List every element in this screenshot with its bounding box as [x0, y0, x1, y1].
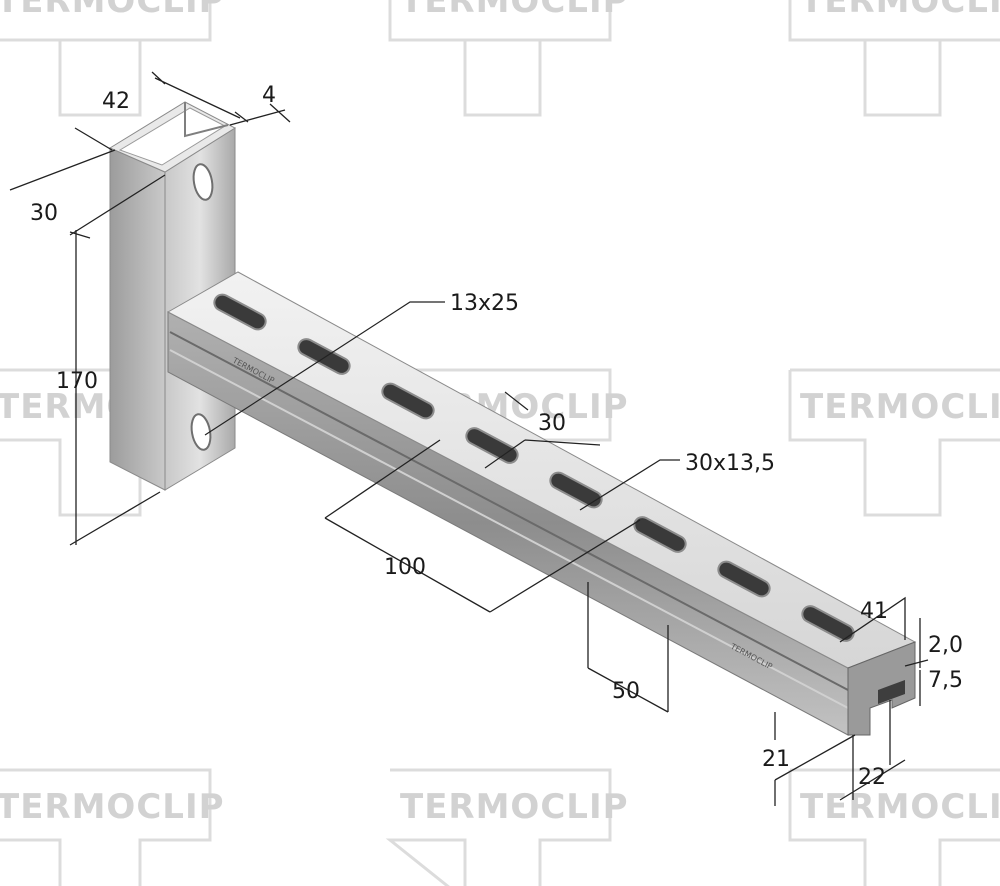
- watermark-text: TERMOCLIP: [400, 787, 629, 827]
- watermark-tile: TERMOCLIP: [788, 768, 1000, 886]
- dimension-line: [839, 596, 906, 643]
- watermark-text: TERMOCLIP: [800, 387, 1000, 427]
- watermark-text: TERMOCLIP: [800, 0, 1000, 21]
- dim-rail-segment: 50: [612, 679, 640, 704]
- watermark-tile: TERMOCLIP: [388, 0, 629, 117]
- dim-profile-lip: 7,5: [928, 668, 963, 693]
- dimension-line: [904, 618, 929, 706]
- dimension-line: [69, 230, 161, 546]
- dim-profile-width: 41: [860, 599, 888, 624]
- dim-post-width: 42: [102, 89, 130, 114]
- rail-slot: [297, 338, 351, 375]
- dimension-lines: [9, 71, 929, 806]
- dim-post-depth: 30: [30, 201, 58, 226]
- rail-slot: [801, 605, 855, 642]
- post-hole-bottom: [190, 413, 212, 451]
- dimension-line: [9, 127, 166, 236]
- rail-slot: [213, 293, 267, 331]
- dim-post-height: 170: [56, 369, 98, 394]
- leader-line: [579, 459, 680, 511]
- watermark-tile: TERMOCLIP: [788, 368, 1000, 517]
- watermark-text: TERMOCLIP: [0, 787, 225, 827]
- watermark-tile: TERMOCLIP: [788, 0, 1000, 117]
- rail-slot: [381, 382, 435, 420]
- dimension-line: [839, 700, 906, 801]
- watermark-tile: TERMOCLIP: [385, 768, 629, 886]
- dim-slot-spacing: 30: [538, 411, 566, 436]
- watermark-text: TERMOCLIP: [400, 0, 629, 21]
- dim-hole-size: 13x25: [450, 291, 519, 316]
- dim-post-thickness: 4: [262, 83, 276, 108]
- dim-profile-height: 21: [762, 747, 790, 772]
- dimension-line: [587, 582, 669, 713]
- horizontal-rail: TERMOCLIP TERMOCLIP: [166, 271, 917, 736]
- rail-slot: [633, 516, 687, 553]
- dim-slot-pitch: 100: [384, 555, 426, 580]
- leader-line: [204, 301, 445, 436]
- watermark-text: TERMOCLIP: [0, 0, 225, 21]
- watermark-tile: TERMOCLIP: [0, 768, 225, 886]
- leader-line: [484, 391, 601, 469]
- rail-slot: [717, 560, 771, 598]
- dimension-line: [229, 103, 291, 126]
- dimension-line: [324, 439, 641, 613]
- dimension-labels: 42 4 30 170 13x25 30 30x13,5 100 50 41 2…: [30, 83, 963, 790]
- dimension-line: [774, 712, 856, 806]
- dim-profile-wall: 2,0: [928, 633, 963, 658]
- rail-slot: [549, 471, 603, 509]
- watermark-text: TERMOCLIP: [800, 787, 1000, 827]
- post-hole-top: [192, 163, 214, 201]
- dim-profile-opening: 22: [858, 765, 886, 790]
- watermark-tile: TERMOCLIP: [0, 0, 225, 117]
- dim-slot-size: 30x13,5: [685, 451, 775, 476]
